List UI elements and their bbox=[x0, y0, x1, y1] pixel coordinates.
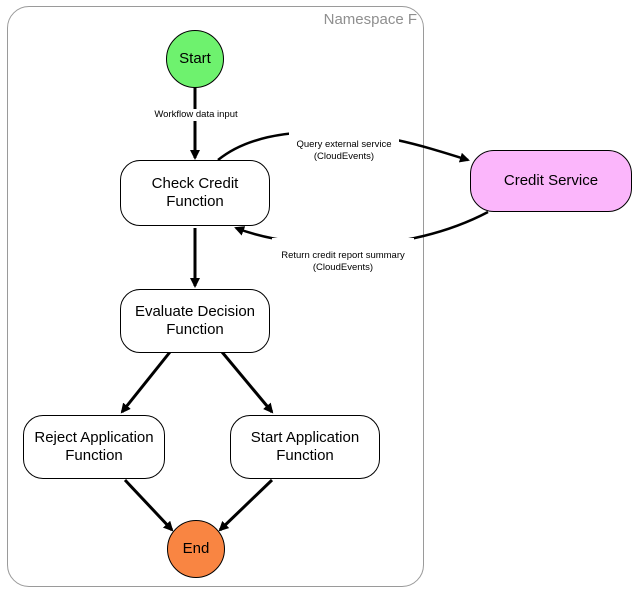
check-credit-function-label: Check Credit Function bbox=[151, 175, 239, 210]
edge-start-app-to-end bbox=[218, 478, 274, 532]
edge-evaluate-to-start-app bbox=[220, 351, 274, 414]
start-node-label: Start bbox=[179, 50, 211, 67]
start-application-function-label: Start Application Function bbox=[250, 429, 360, 464]
edge-evaluate-to-reject bbox=[120, 351, 172, 414]
end-node-label: End bbox=[182, 540, 210, 557]
end-node: End bbox=[167, 520, 225, 578]
credit-service-node: Credit Service bbox=[470, 150, 632, 212]
edge-label-return-report: Return credit report summary (CloudEvent… bbox=[272, 238, 414, 274]
check-credit-function-node: Check Credit Function bbox=[120, 160, 270, 226]
credit-service-label: Credit Service bbox=[503, 172, 599, 189]
namespace-label: Namespace F bbox=[323, 11, 417, 28]
edge-label-workflow-input: Workflow data input bbox=[146, 109, 246, 121]
namespace-container: Namespace F bbox=[7, 6, 424, 587]
reject-application-function-node: Reject Application Function bbox=[23, 415, 165, 479]
edge-reject-to-end bbox=[123, 478, 174, 532]
edge-label-query-external: Query external service (CloudEvents) bbox=[289, 127, 399, 163]
start-node: Start bbox=[166, 30, 224, 88]
evaluate-decision-function-node: Evaluate Decision Function bbox=[120, 289, 270, 353]
reject-application-function-label: Reject Application Function bbox=[34, 429, 154, 464]
evaluate-decision-function-label: Evaluate Decision Function bbox=[134, 303, 256, 338]
start-application-function-node: Start Application Function bbox=[230, 415, 380, 479]
